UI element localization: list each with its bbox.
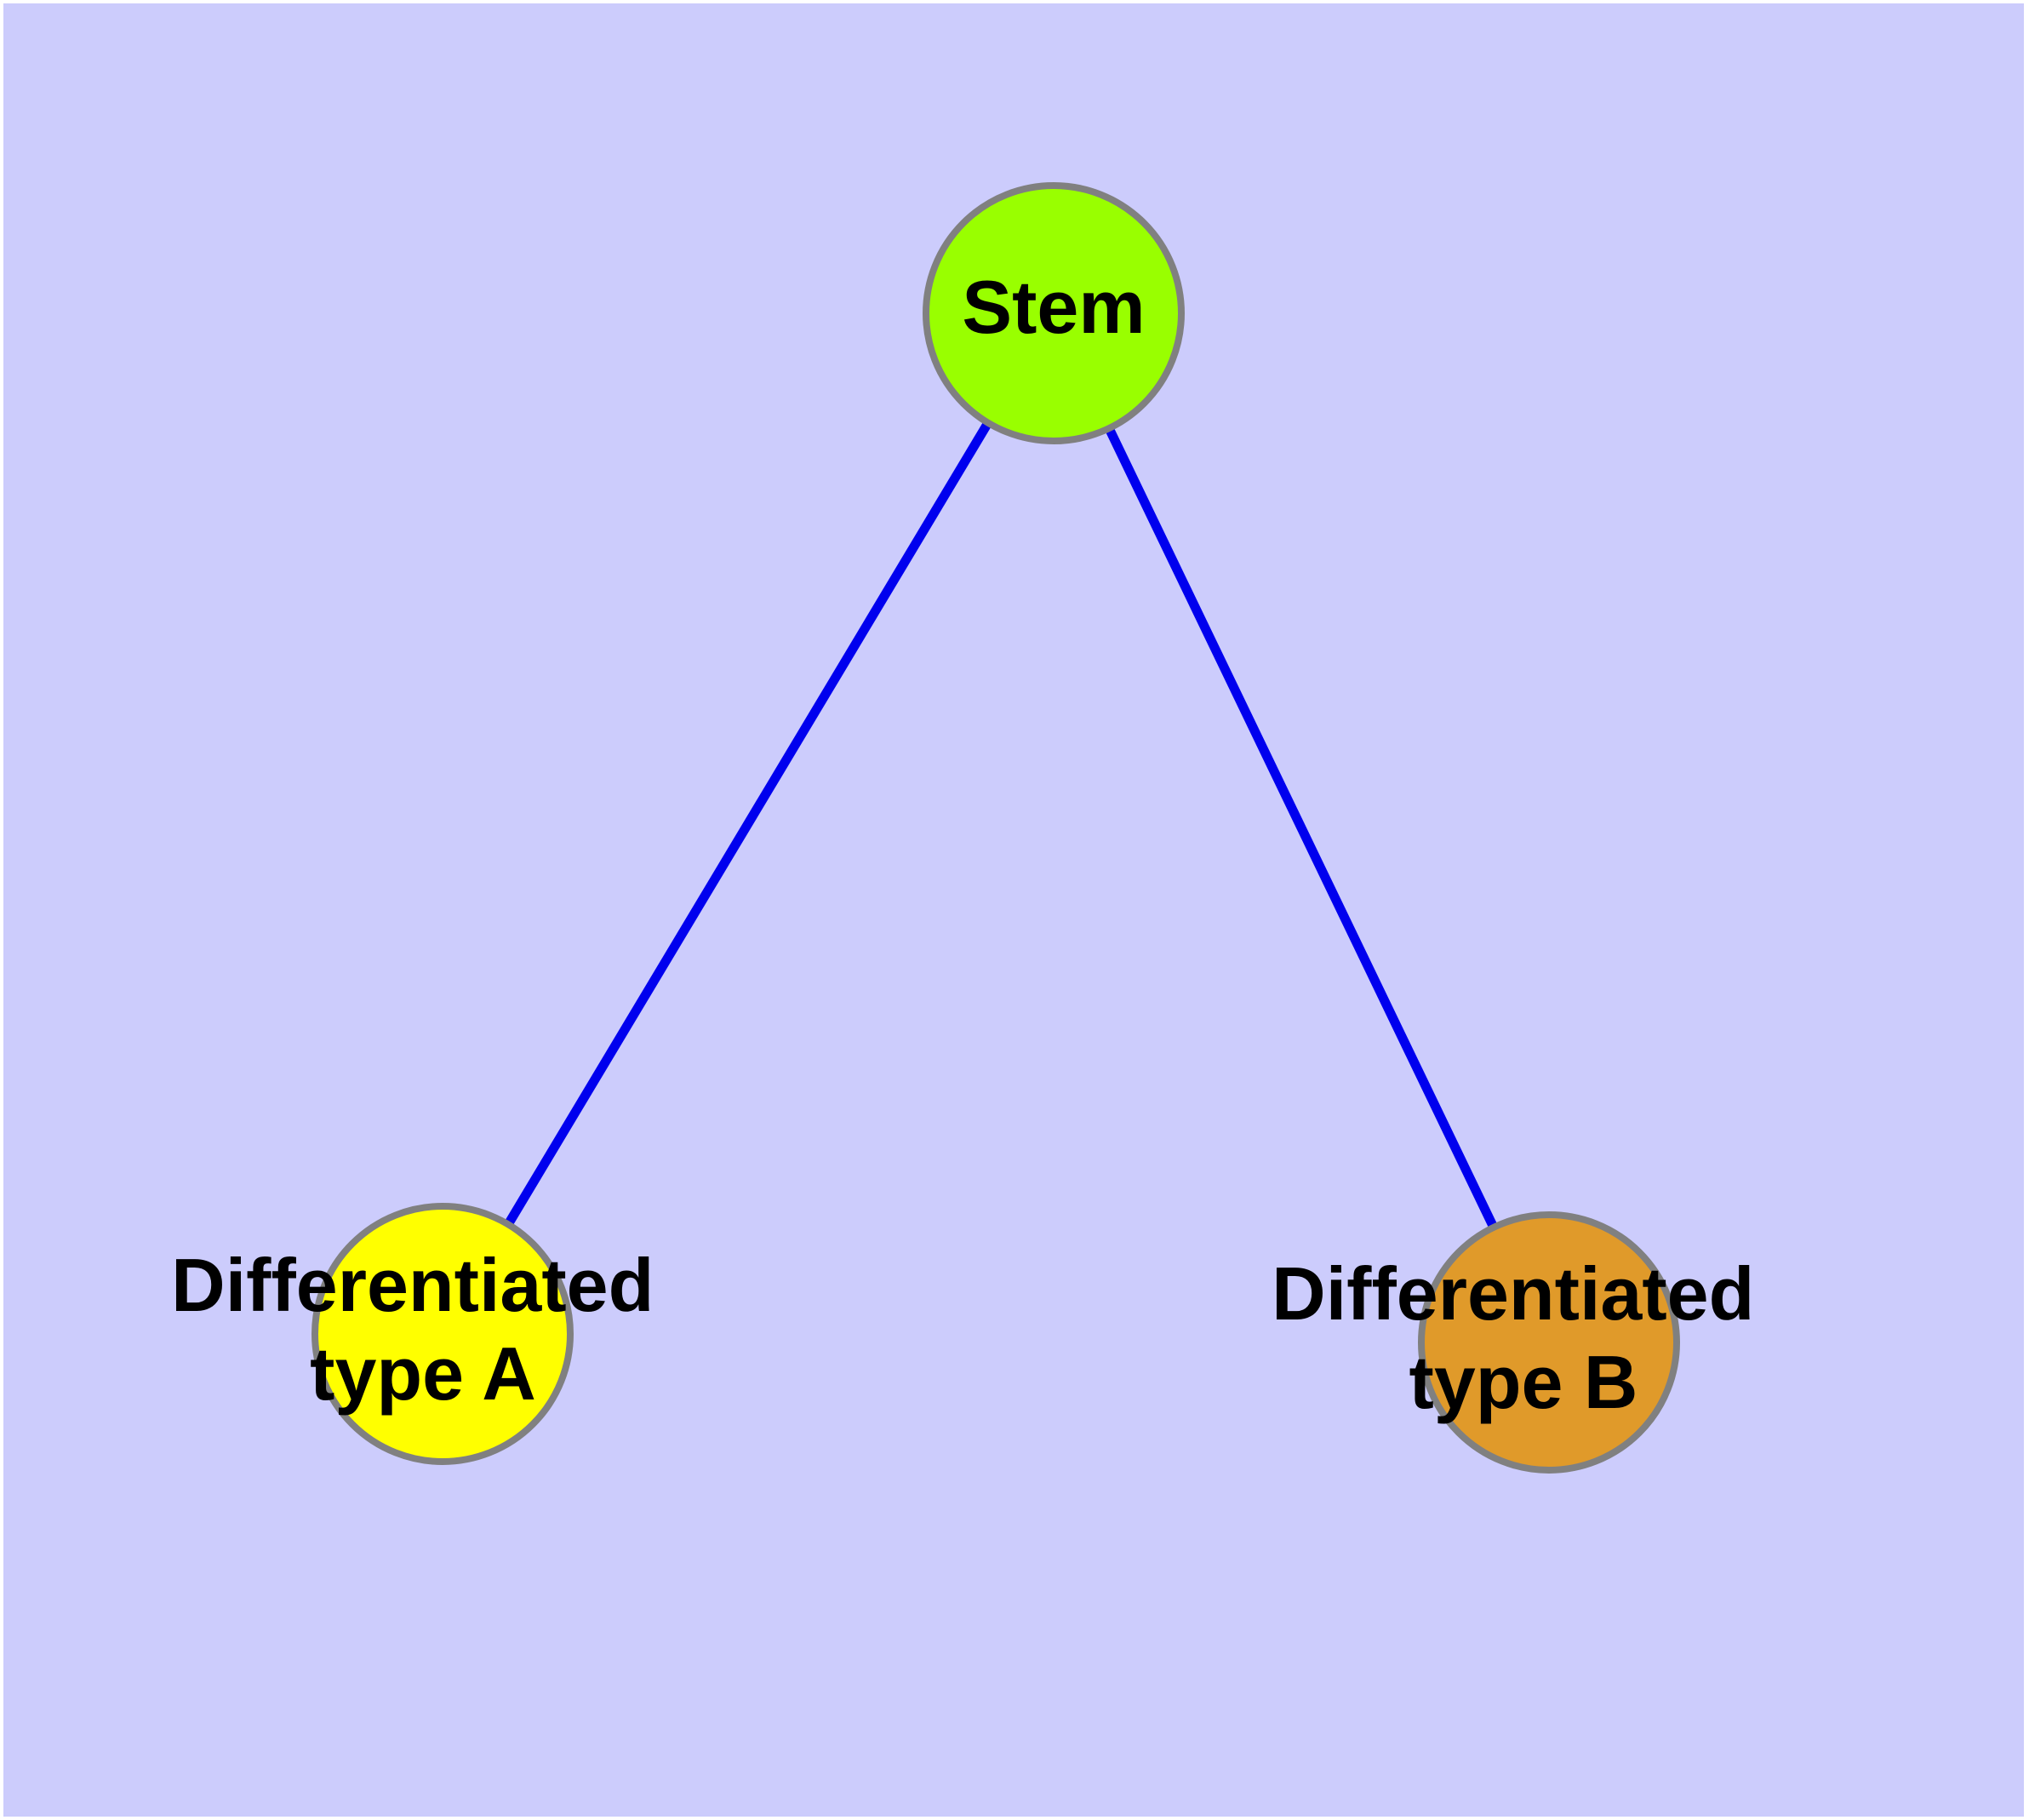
edge-layer — [438, 311, 1553, 1345]
node-differentiated-type-b-label-line-2: type B — [1409, 1340, 1638, 1424]
node-stem-label-line-1: Stem — [962, 265, 1145, 349]
node-differentiated-type-a-circle[interactable] — [311, 1203, 574, 1465]
node-differentiated-type-b-label-line-1: Differentiated — [1272, 1251, 1754, 1336]
edge-stem-to-differentiated-type-b[interactable] — [1049, 311, 1553, 1345]
node-stem[interactable] — [923, 182, 1185, 444]
node-layer — [311, 182, 1680, 1474]
label-layer: Stem Differentiated type A Differentiate… — [171, 265, 1775, 1424]
edge-stem-to-differentiated-type-a[interactable] — [438, 311, 1058, 1336]
node-differentiated-type-b[interactable] — [1418, 1211, 1680, 1474]
node-differentiated-type-b-circle[interactable] — [1418, 1211, 1680, 1474]
node-stem-circle[interactable] — [923, 182, 1185, 444]
node-differentiated-type-a-label-line-2: type A — [310, 1331, 536, 1416]
node-differentiated-type-b-label: Differentiated type B — [1272, 1251, 1775, 1424]
node-differentiated-type-a[interactable] — [311, 1203, 574, 1465]
node-differentiated-type-a-label: Differentiated type A — [171, 1243, 675, 1416]
node-stem-label: Stem — [962, 265, 1145, 349]
node-differentiated-type-a-label-line-1: Differentiated — [171, 1243, 654, 1327]
